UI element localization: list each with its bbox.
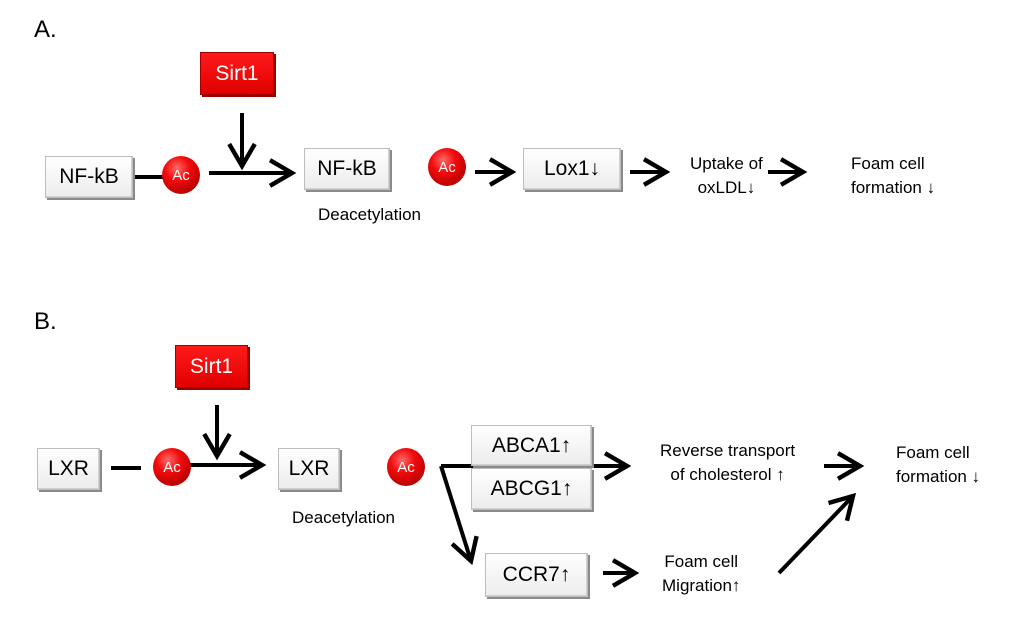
foam-formation-text-a: Foam cell formation ↓ (851, 152, 935, 200)
panel-a-label: A. (34, 16, 57, 43)
foam-formation-text-b: Foam cell formation ↓ (896, 441, 980, 489)
migration-line2: Migration↑ (662, 576, 741, 595)
transport-line1: Reverse transport (660, 441, 796, 460)
acetyl-group-b1: Ac (153, 448, 191, 486)
migration-line1: Foam cell (664, 552, 739, 571)
lxr-acetylated-box: LXR (37, 448, 100, 490)
branch-to-ccr7-arrow (439, 465, 479, 566)
deacetylation-label-b: Deacetylation (292, 508, 396, 527)
transport-line2: of cholesterol ↑ (670, 465, 785, 484)
lox1-box: Lox1↓ (523, 148, 621, 190)
ccr7-box: CCR7↑ (485, 553, 588, 597)
sirt1-box-a: Sirt1 (200, 52, 274, 95)
uptake-line1: Uptake of (690, 154, 763, 173)
foam-migration-text: Foam cell Migration↑ (662, 550, 740, 598)
foam-a-line2: formation ↓ (851, 178, 936, 197)
panel-b-label: B. (34, 308, 57, 335)
abcg1-box: ABCG1↑ (471, 468, 592, 510)
deacetylation-label-a: Deacetylation (318, 205, 422, 224)
sirt1-box-b: Sirt1 (175, 345, 248, 388)
reverse-transport-text: Reverse transport of cholesterol ↑ (660, 439, 795, 487)
foam-b-line1: Foam cell (896, 443, 970, 462)
acetyl-group-a1: Ac (162, 156, 200, 194)
acetyl-group-b2: Ac (387, 448, 425, 486)
nfkb-deacetylated-box: NF-kB (304, 148, 390, 190)
nfkb-acetylated-box: NF-kB (45, 156, 133, 198)
migration-to-foam-arrow (777, 492, 857, 575)
uptake-oxldl-text: Uptake of oxLDL↓ (690, 152, 763, 200)
foam-a-line1: Foam cell (851, 154, 925, 173)
acetyl-group-a2: Ac (428, 148, 466, 186)
foam-b-line2: formation ↓ (896, 467, 981, 486)
lxr-deacetylated-box: LXR (278, 448, 340, 490)
abca1-box: ABCA1↑ (471, 425, 592, 466)
uptake-line2: oxLDL↓ (697, 178, 756, 197)
